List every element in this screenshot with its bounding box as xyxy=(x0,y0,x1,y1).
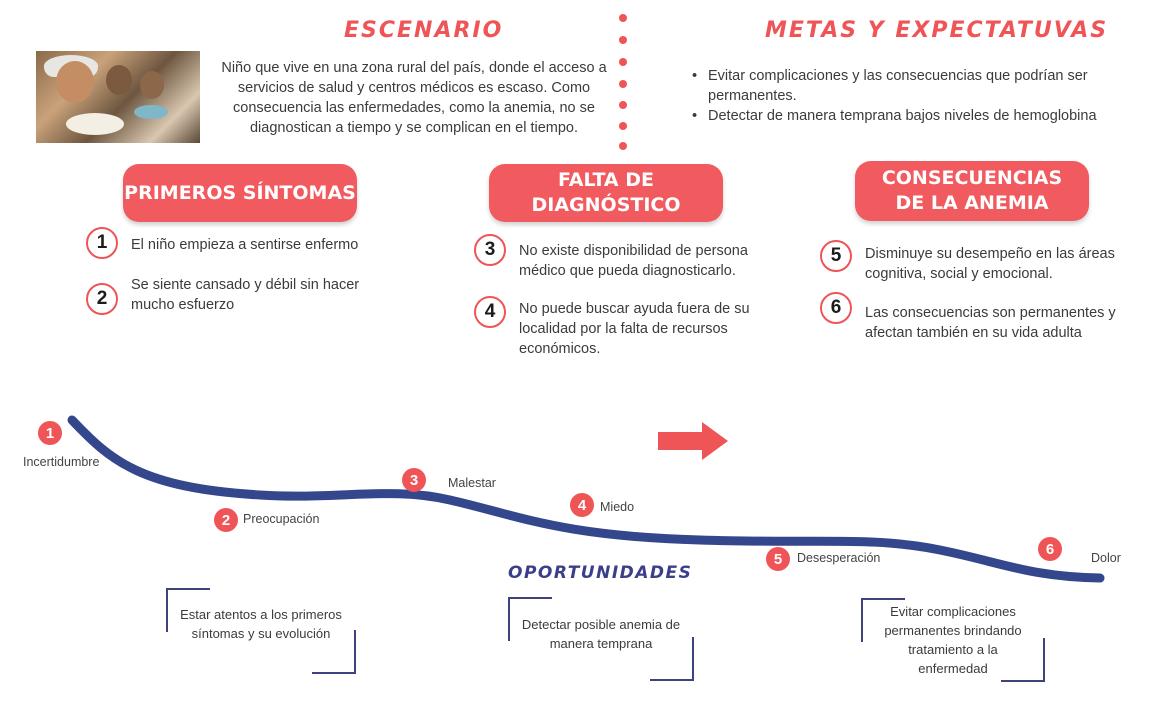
symptom-item-text: Se siente cansado y débil sin hacer much… xyxy=(131,277,360,313)
phase-title-consequences: CONSECUENCIAS DE LA ANEMIA xyxy=(855,161,1089,221)
stage-label: Incertidumbre xyxy=(23,455,100,469)
stage-number: 1 xyxy=(38,421,62,445)
stage-label: Dolor xyxy=(1091,551,1121,565)
stage-number: 2 xyxy=(214,508,238,532)
number-badge: 2 xyxy=(86,283,118,315)
number-badge: 1 xyxy=(86,227,118,259)
opportunity-text: Estar atentos a los primeros síntomas y … xyxy=(180,607,342,641)
diagnosis-item-text: No puede buscar ayuda fuera de su locali… xyxy=(519,301,750,357)
diagnosis-item-text: No existe disponibilidad de persona médi… xyxy=(519,243,748,279)
number-badge: 5 xyxy=(820,240,852,272)
stage-label: Miedo xyxy=(600,500,635,514)
journey-line xyxy=(67,415,1105,583)
number-badge: 3 xyxy=(474,234,506,266)
symptom-item-text: El niño empieza a sentirse enfermo xyxy=(131,237,359,253)
opportunity-text: Evitar complicaciones permanentes brinda… xyxy=(884,604,1022,676)
consequence-item-text: Las consecuencias son permanentes y afec… xyxy=(865,305,1116,341)
stage-number: 4 xyxy=(570,493,594,517)
consequence-item-text: Disminuye su desempeño en las áreas cogn… xyxy=(865,246,1115,282)
goals-list: Evitar complicaciones y las consecuencia… xyxy=(692,66,1112,126)
stage-number: 6 xyxy=(1038,537,1062,561)
scenario-photo xyxy=(36,51,200,143)
opportunity-text: Detectar posible anemia de manera tempra… xyxy=(521,617,681,651)
opportunity-box: Estar atentos a los primeros síntomas y … xyxy=(166,588,356,674)
stage-label: Malestar xyxy=(448,476,496,490)
number-badge: 4 xyxy=(474,296,506,328)
stage-number: 5 xyxy=(766,547,790,571)
stage-label: Desesperación xyxy=(797,551,881,565)
goals-heading: METAS Y EXPECTATUVAS xyxy=(765,18,1109,43)
opportunity-box: Detectar posible anemia de manera tempra… xyxy=(508,597,694,681)
phase-title-no-diagnosis: FALTA DE DIAGNÓSTICO xyxy=(489,164,723,222)
number-badge: 6 xyxy=(820,292,852,324)
goal-item: Evitar complicaciones y las consecuencia… xyxy=(692,66,1112,106)
scenario-heading: ESCENARIO xyxy=(344,18,504,43)
phase-title-first-symptoms: PRIMEROS SÍNTOMAS xyxy=(123,164,357,222)
opportunity-box: Evitar complicaciones permanentes brinda… xyxy=(861,598,1045,682)
stage-number: 3 xyxy=(402,468,426,492)
goal-item: Detectar de manera temprana bajos nivele… xyxy=(692,106,1112,126)
arrow-right-icon xyxy=(658,422,728,460)
stage-label: Preocupación xyxy=(243,512,320,526)
scenario-text: Niño que vive en una zona rural del país… xyxy=(221,60,607,136)
opportunities-heading: OPORTUNIDADES xyxy=(508,563,693,583)
